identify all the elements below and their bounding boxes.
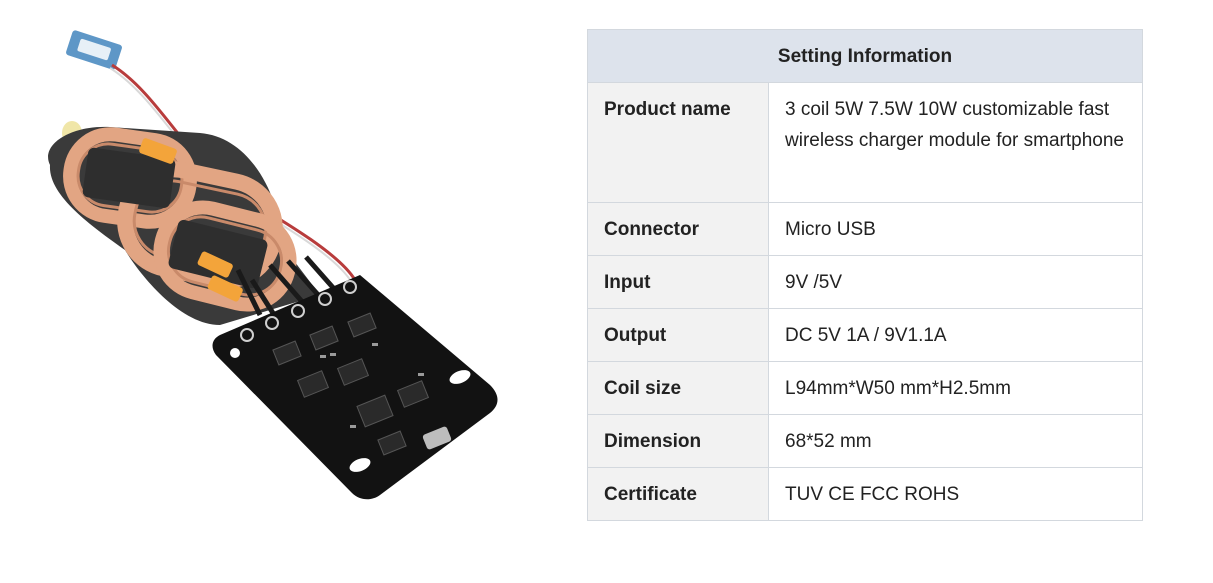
table-row: Dimension 68*52 mm <box>587 414 1143 468</box>
row-label: Connector <box>587 202 769 256</box>
row-label: Product name <box>587 82 769 203</box>
row-value: 68*52 mm <box>768 414 1143 468</box>
row-value: Micro USB <box>768 202 1143 256</box>
micro-usb-port-icon <box>422 426 452 450</box>
table-row: Input 9V /5V <box>587 255 1143 309</box>
row-label: Output <box>587 308 769 362</box>
table-row: Certificate TUV CE FCC ROHS <box>587 467 1143 521</box>
row-value: 3 coil 5W 7.5W 10W customizable fast wir… <box>768 82 1143 203</box>
table-header: Setting Information <box>587 29 1143 83</box>
tape-icon <box>139 138 243 302</box>
table-row: Output DC 5V 1A / 9V1.1A <box>587 308 1143 362</box>
row-value: DC 5V 1A / 9V1.1A <box>768 308 1143 362</box>
row-label: Dimension <box>587 414 769 468</box>
antenna-board-icon <box>66 30 122 70</box>
row-value: TUV CE FCC ROHS <box>768 467 1143 521</box>
row-label: Input <box>587 255 769 309</box>
table-header-row: Setting Information <box>587 29 1143 83</box>
row-label: Coil size <box>587 361 769 415</box>
row-value: 9V /5V <box>768 255 1143 309</box>
table-row: Product name 3 coil 5W 7.5W 10W customiz… <box>587 82 1143 203</box>
table-row: Coil size L94mm*W50 mm*H2.5mm <box>587 361 1143 415</box>
row-value: L94mm*W50 mm*H2.5mm <box>768 361 1143 415</box>
pcb-board-icon <box>212 275 498 500</box>
table-row: Connector Micro USB <box>587 202 1143 256</box>
spec-table: Setting Information Product name 3 coil … <box>587 29 1143 521</box>
wireless-charger-module-photo <box>48 30 498 500</box>
row-label: Certificate <box>587 467 769 521</box>
